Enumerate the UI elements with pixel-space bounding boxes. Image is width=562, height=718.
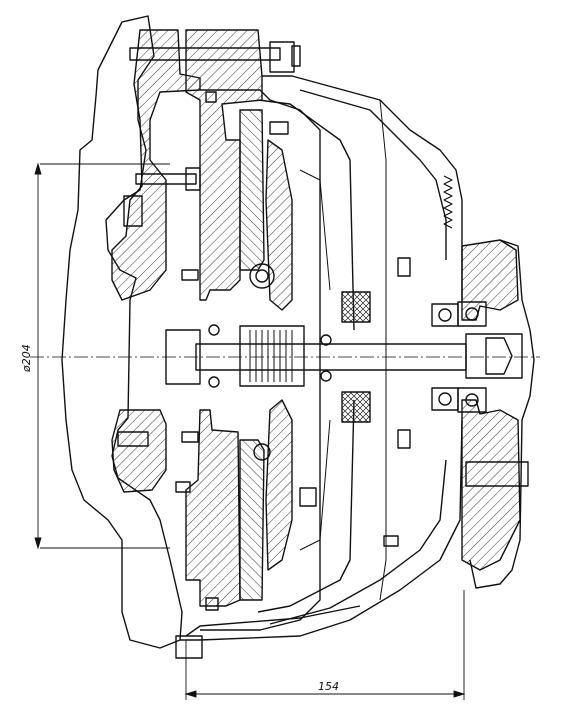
release-bearing-lower (431, 387, 459, 411)
mid-bolt-head (185, 167, 201, 191)
shaft-bearing-ball-lower (465, 393, 479, 407)
flywheel-lower (185, 409, 241, 607)
gearbox-front-housing (461, 239, 519, 321)
engine-housing-outline (61, 15, 183, 649)
release-sleeve-lower (341, 391, 371, 423)
clutch-disc-upper (265, 139, 293, 311)
fastener-6 (299, 487, 317, 507)
fastener-11 (123, 195, 143, 227)
fastener-12 (175, 481, 191, 493)
flywheel-rim (200, 89, 321, 631)
rivet-3 (320, 334, 332, 346)
clutch-cover (257, 99, 355, 613)
fastener-10 (117, 431, 149, 447)
top-bolt-nut (291, 45, 301, 67)
shaft-bearing-lower (457, 387, 487, 413)
diameter-label: ø204 (20, 344, 33, 373)
diameter-dimension (34, 162, 170, 550)
fastener-3 (181, 269, 199, 281)
fastener-2 (269, 121, 289, 135)
shaft-bearing-upper (457, 301, 487, 327)
hub-splines (249, 330, 293, 382)
shaft-end (465, 333, 523, 379)
damper-spring-top-inner (255, 269, 269, 283)
gearbox-right-outline (469, 239, 535, 589)
release-sleeve-upper (341, 291, 371, 323)
diaphragm-spring (299, 169, 331, 551)
top-bolt-head (269, 41, 295, 73)
mid-bolt (135, 173, 197, 185)
rivet-4 (320, 370, 332, 382)
release-bearing-upper (431, 303, 459, 327)
clutch-disc-lower (265, 399, 293, 571)
pressure-plate (239, 109, 265, 271)
fastener-9 (397, 257, 411, 277)
housing-seam (379, 99, 387, 601)
pressure-plate-lower (239, 439, 265, 601)
fastener-1 (205, 91, 217, 103)
rivet-1 (208, 324, 220, 336)
damper-spring-bottom (253, 443, 271, 461)
gearbox-front-housing-lower (461, 399, 521, 571)
fastener-13 (175, 635, 203, 659)
flywheel (185, 29, 263, 301)
rivet-2 (208, 376, 220, 388)
fastener-5 (205, 597, 219, 611)
bearing-ball-lower (438, 392, 452, 406)
engine-block-section-bottom (111, 409, 167, 493)
shaft-end-nut (485, 337, 513, 375)
fastener-8 (397, 429, 411, 449)
bottom-bracket (185, 605, 361, 637)
shaft-bearing-ball-upper (465, 307, 479, 321)
gearbox-lug (465, 461, 529, 487)
bell-housing-outer (180, 75, 463, 641)
length-dimension (184, 590, 466, 700)
length-label: 154 (318, 680, 339, 693)
clutch-hub (239, 325, 305, 387)
return-spring (443, 175, 453, 229)
damper-spring-top (249, 263, 275, 289)
bearing-ball-upper (438, 308, 452, 322)
fastener-7 (383, 535, 399, 547)
fastener-4 (181, 431, 199, 443)
bell-housing-inner (269, 89, 447, 625)
